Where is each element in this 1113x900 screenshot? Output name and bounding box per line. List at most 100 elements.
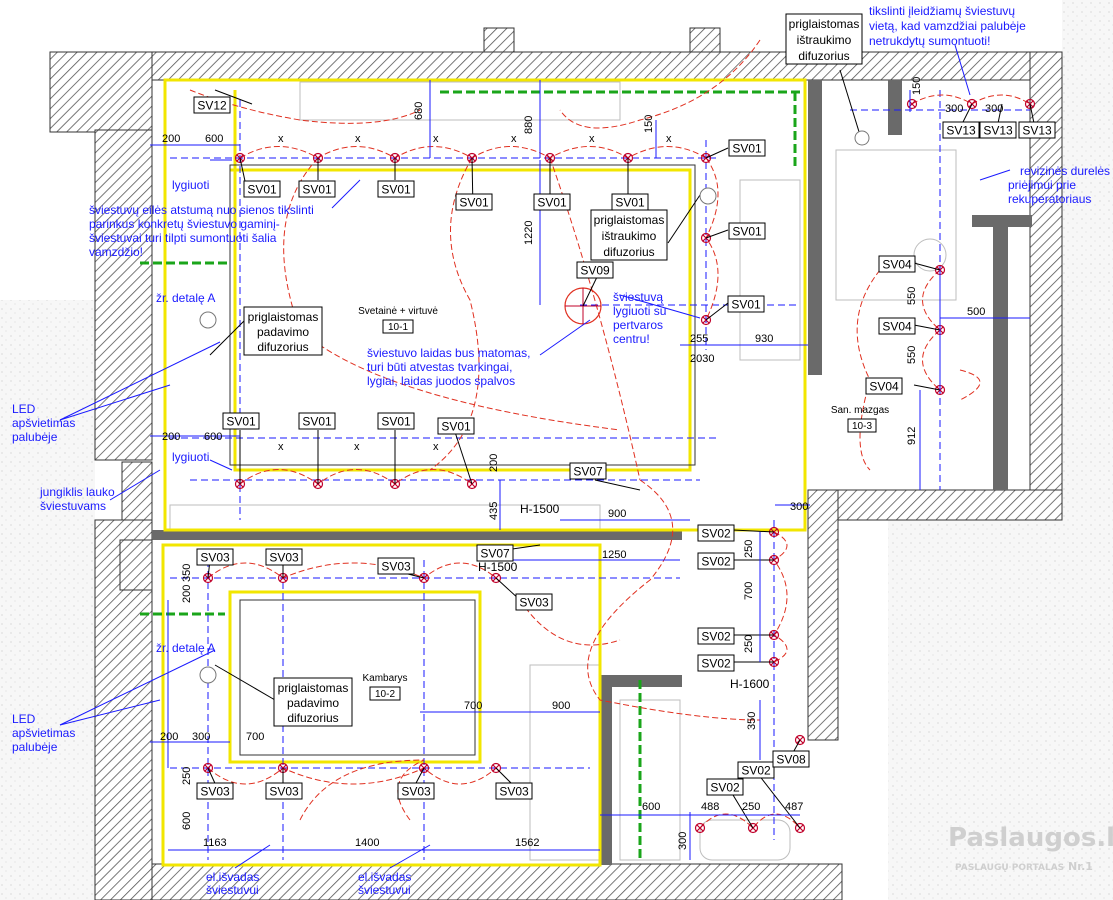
dimension-value: 200 [162, 133, 180, 145]
fixture-tag-label: SV07 [480, 547, 510, 561]
dimension-value: 435 [488, 502, 500, 520]
room-labels: Svetainė + virtuvė 10-1 Kambarys 10-2 Sa… [358, 306, 889, 701]
fixture-tag-sv09: SV09 [576, 261, 614, 279]
fixture-tag-sv03: SV03 [265, 548, 303, 566]
note-cable-1: šviestuvo laidas bus matomas, [367, 346, 530, 360]
diffuser-exhaust-line3: difuzorius [603, 245, 654, 259]
fixture-tag-sv03: SV03 [515, 593, 553, 611]
dimension-value: 1163 [203, 837, 227, 849]
fixture-tag-sv13: SV13 [979, 121, 1017, 139]
note-led-bottom-1: LED [12, 712, 36, 726]
reference-lines [170, 90, 1030, 860]
dimension-value: x [511, 133, 517, 145]
note-led-bottom-3: palubėje [12, 740, 58, 754]
fixture-tag-sv01: SV01 [377, 412, 415, 430]
note-top-right-2: vietą, kad vamzdžiai palubėje [869, 19, 1026, 33]
dimension-value: x [433, 133, 439, 145]
note-outlet-left-1: el.išvadas [206, 870, 259, 884]
fixture-tag-sv02: SV02 [737, 761, 775, 779]
fixture-tag-label: SV01 [441, 420, 471, 434]
fixture-tag-label: SV02 [701, 657, 731, 671]
fixture-tag-label: SV01 [732, 142, 762, 156]
height-h1600: H-1600 [730, 677, 770, 691]
note-detail-a-bottom: žr. detalę A [156, 641, 215, 655]
fixture-tag-label: SV03 [499, 785, 529, 799]
dimension-value: 880 [523, 116, 535, 134]
fixture-tag-sv03: SV03 [265, 782, 303, 800]
dimension-value: 150 [911, 77, 923, 95]
fixture-symbol [694, 822, 706, 834]
fixture-tag-label: SV07 [573, 465, 603, 479]
dimension-lines [150, 80, 1030, 860]
dimension-value: 1562 [515, 837, 539, 849]
fixture-tag-label: SV13 [983, 124, 1013, 138]
fixture-tag-label: SV01 [537, 196, 567, 210]
fixture-tag-label: SV01 [381, 415, 411, 429]
notes: lygiuoti lygiuoti šviestuvų eilės atstum… [12, 4, 1110, 897]
dimension-value: 930 [755, 333, 773, 345]
watermark-sub: PASLAUGŲ PORTALAS [955, 863, 1064, 873]
fixture-tag-sv13: SV13 [1018, 121, 1056, 139]
dimension-value: 200 [160, 731, 178, 743]
note-top-right-1: tikslinti įleidžiamų šviestuvų [869, 4, 1015, 18]
fixture-tag-sv02: SV02 [697, 654, 735, 672]
note-led-top-2: apšvietimas [12, 416, 75, 430]
dimension-value: 680 [413, 102, 425, 120]
room-name-living: Svetainė + virtuvė [358, 306, 438, 317]
note-align-center-3: pertvaros [613, 318, 663, 332]
diffuser-labels: priglaistomas ištraukimo difuzorius prig… [199, 13, 870, 727]
fixture-tag-sv03: SV03 [196, 782, 234, 800]
note-switch-2: šviestuvams [40, 499, 106, 513]
note-lygiuoti-bottom: lygiuoti [172, 450, 209, 464]
dimension-value: 300 [677, 832, 689, 850]
note-align-center-1: šviestuvą [613, 290, 663, 304]
fixture-tag-label: SV01 [302, 183, 332, 197]
fixture-tag-sv01: SV01 [611, 193, 649, 211]
note-led-bottom-2: apšvietimas [12, 726, 75, 740]
fixture-tag-sv01: SV01 [437, 417, 475, 435]
leader-lines [207, 69, 1036, 829]
fixture-tag-label: SV01 [247, 183, 277, 197]
fixture-tag-sv03: SV03 [377, 557, 415, 575]
fixture-tag-label: SV04 [882, 258, 912, 272]
fixture-tag-sv01: SV01 [243, 180, 281, 198]
fixture-tag-label: SV08 [776, 753, 806, 767]
room-name-bath: San. mazgas [831, 405, 889, 416]
dimension-value: 200 [488, 454, 500, 472]
fixture-tag-label: SV03 [401, 785, 431, 799]
note-top-right-3: netrukdytų sumontuoti! [869, 34, 990, 48]
diffuser-supply-bedroom-line2: padavimo [287, 696, 339, 710]
dimension-value: 500 [967, 306, 985, 318]
fixture-tag-sv01: SV01 [727, 295, 765, 313]
fixture-tag-sv01: SV01 [222, 412, 260, 430]
fixture-tag-label: SV01 [615, 196, 645, 210]
dimension-value: 150 [643, 115, 655, 133]
dimension-value: 350 [181, 564, 193, 582]
note-access-2: priėjimui prie [1008, 178, 1076, 192]
dimension-value: 300 [945, 103, 963, 115]
fixture-tag-label: SV01 [732, 225, 762, 239]
height-h1500-b: H-1500 [478, 560, 518, 574]
room-code-living: 10-1 [388, 322, 408, 333]
height-h1500-a: H-1500 [520, 502, 560, 516]
fixture-tag-label: SV04 [882, 320, 912, 334]
fixture-tag-label: SV02 [710, 781, 740, 795]
dimension-value: 488 [701, 801, 719, 813]
fixture-tag-label: SV01 [381, 183, 411, 197]
fixture-tag-sv02: SV02 [697, 627, 735, 645]
dimension-value: 1400 [355, 837, 379, 849]
fixture-tag-sv01: SV01 [728, 222, 766, 240]
dimension-value: 250 [181, 767, 193, 785]
dimension-value: 600 [181, 812, 193, 830]
dimension-value: 900 [608, 508, 626, 520]
fixture-tag-sv04: SV04 [878, 317, 916, 335]
fixture-tag-label: SV03 [269, 785, 299, 799]
room-code-bath: 10-3 [852, 421, 872, 432]
diffuser-exhaust-line1: priglaistomas [594, 213, 665, 227]
fixture-tag-label: SV12 [197, 99, 227, 113]
exterior-area [0, 300, 95, 900]
watermark: Paslaugos.lt PASLAUGŲ PORTALAS Nr.1 [948, 823, 1113, 873]
dimension-value: 300 [985, 103, 1003, 115]
dimension-value: 600 [205, 133, 223, 145]
diffuser-exhaust-line2: ištraukimo [602, 229, 657, 243]
